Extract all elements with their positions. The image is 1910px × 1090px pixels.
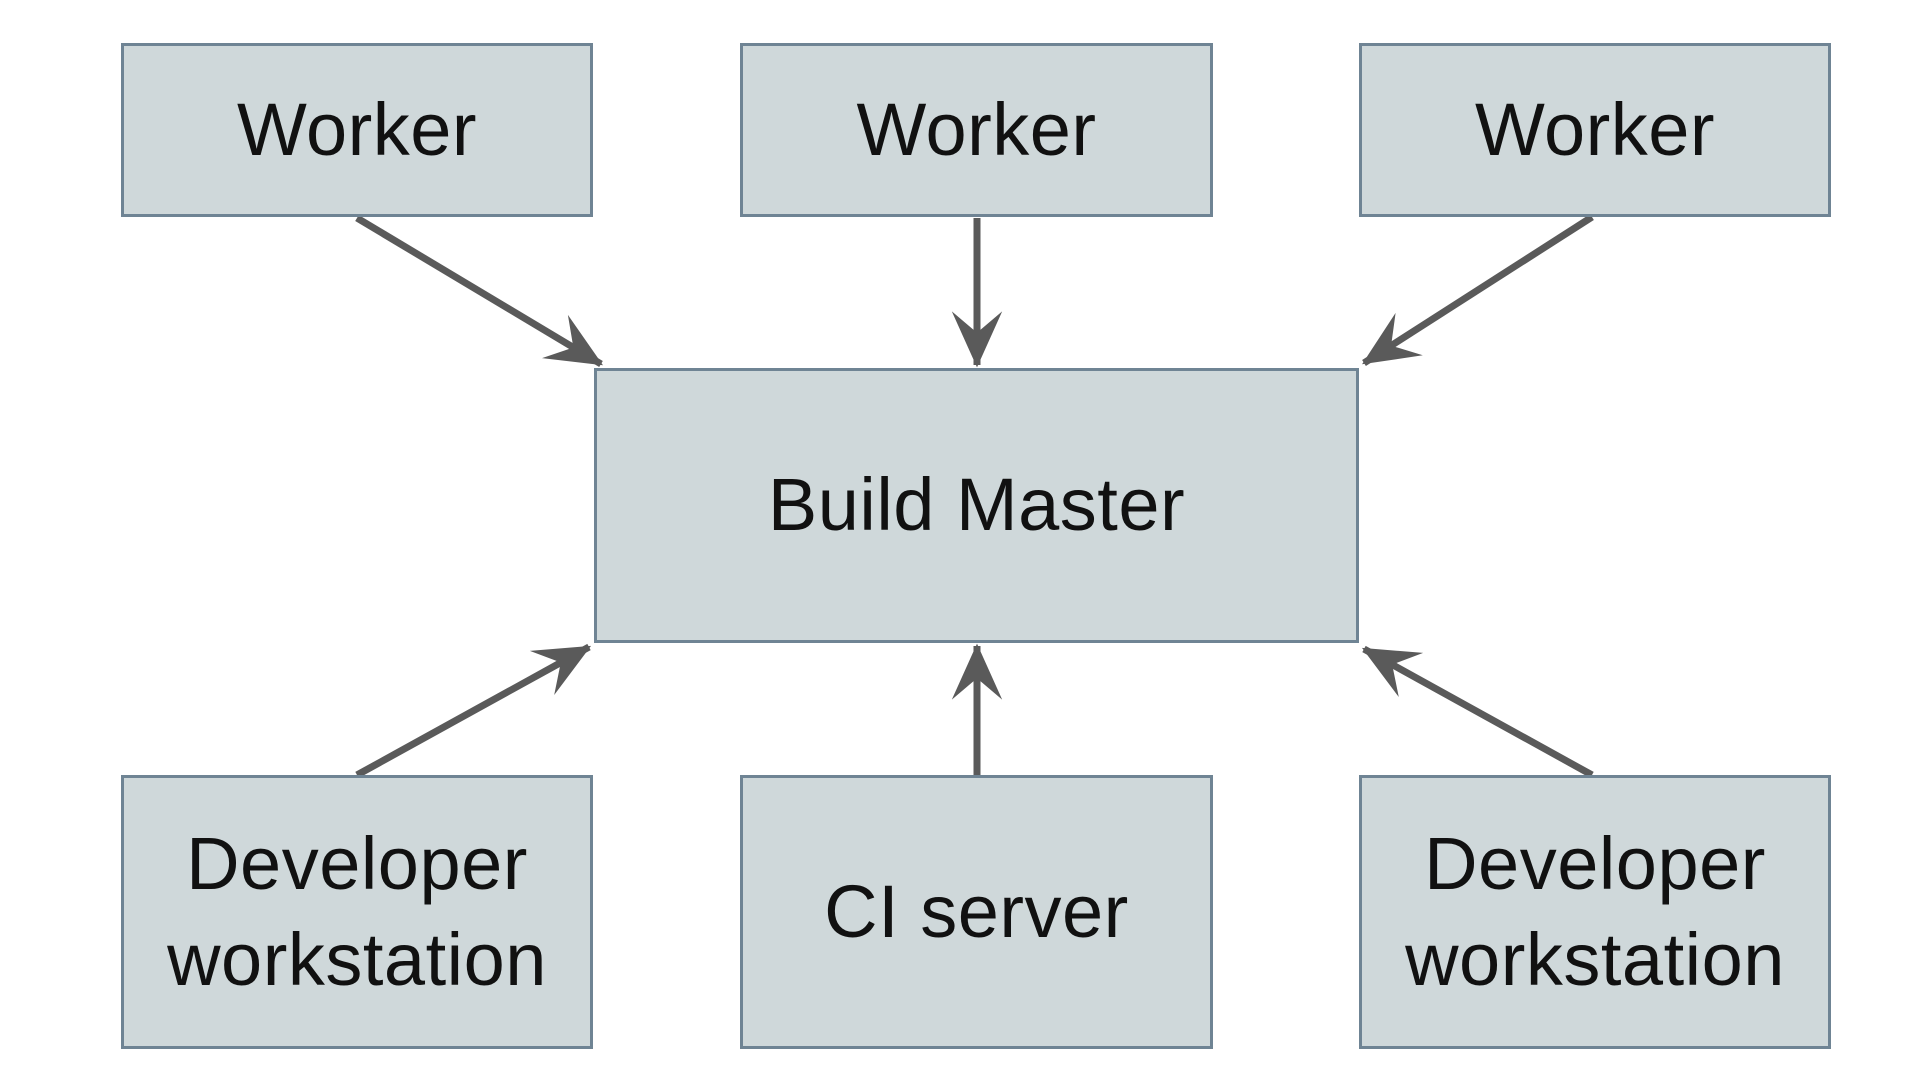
node-build-master: Build Master	[594, 368, 1359, 643]
node-developer-workstation-right: Developer workstation	[1359, 775, 1831, 1049]
node-worker-left-label: Worker	[236, 87, 478, 171]
arrow-dev-left-to-build-master	[355, 643, 592, 779]
node-worker-center: Worker	[740, 43, 1213, 217]
node-developer-workstation-right-label: Developer workstation	[1405, 821, 1785, 1001]
arrow-dev-right-to-build-master	[1361, 645, 1594, 779]
node-build-master-label: Build Master	[767, 463, 1186, 547]
arrow-worker-left-to-build-master	[355, 214, 604, 368]
node-worker-right: Worker	[1359, 43, 1831, 217]
node-developer-workstation-left-label: Developer workstation	[167, 821, 547, 1001]
arrow-worker-right-to-build-master	[1362, 214, 1594, 366]
node-worker-right-label: Worker	[1474, 87, 1716, 171]
node-developer-workstation-left: Developer workstation	[121, 775, 593, 1049]
node-worker-left: Worker	[121, 43, 593, 217]
node-worker-center-label: Worker	[856, 87, 1097, 171]
node-ci-server-label: CI server	[824, 869, 1129, 953]
node-ci-server: CI server	[740, 775, 1213, 1049]
